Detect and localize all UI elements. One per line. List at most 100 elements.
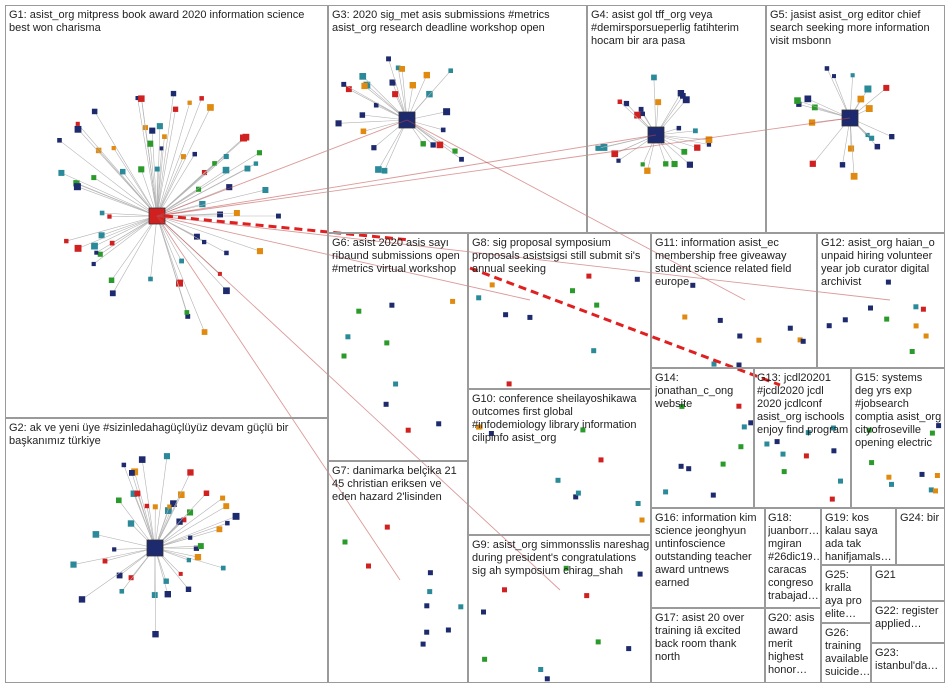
graph-node	[635, 501, 641, 506]
group-box-g23	[871, 643, 945, 683]
graph-node	[634, 111, 641, 119]
graph-node	[119, 589, 125, 594]
graph-edge	[133, 493, 156, 549]
graph-node	[163, 578, 169, 584]
graph-edge	[156, 109, 176, 217]
graph-node	[580, 427, 586, 433]
graph-node	[848, 145, 855, 152]
graph-node	[356, 308, 362, 314]
graph-node	[187, 509, 194, 516]
graph-node	[440, 127, 446, 133]
graph-node	[98, 232, 105, 239]
graph-node	[120, 168, 126, 175]
graph-node	[671, 161, 678, 168]
graph-node	[165, 507, 172, 514]
group-box-g1	[5, 5, 328, 418]
graph-node	[212, 161, 217, 166]
graph-node	[58, 169, 65, 176]
group-box-g14	[651, 368, 754, 508]
group-box-g10	[468, 389, 651, 535]
group-box-g6	[328, 233, 468, 461]
graph-node	[445, 627, 451, 633]
graph-node	[78, 596, 86, 603]
group-box-g13	[754, 368, 851, 508]
graph-edge	[95, 534, 156, 549]
graph-node	[920, 306, 926, 312]
graph-node	[804, 95, 812, 103]
graph-node	[640, 111, 645, 117]
graph-edge	[384, 119, 408, 171]
graph-node	[184, 310, 190, 315]
graph-node	[623, 100, 630, 107]
graph-edge	[134, 471, 156, 549]
graph-node	[694, 144, 701, 151]
graph-node	[135, 96, 140, 101]
graph-node	[111, 146, 116, 151]
graph-edge	[113, 147, 158, 217]
graph-node	[276, 213, 281, 219]
graph-node	[764, 441, 770, 447]
graph-node	[616, 158, 621, 163]
graph-node	[154, 166, 160, 172]
graph-node	[711, 361, 717, 367]
graph-node	[933, 488, 938, 494]
graph-node	[477, 424, 483, 430]
graph-node	[92, 531, 100, 538]
graph-node	[194, 233, 200, 240]
group-box-g5	[766, 5, 945, 233]
graph-node	[178, 571, 183, 576]
graph-node	[741, 424, 747, 430]
graph-node	[220, 565, 226, 571]
graph-node	[424, 603, 430, 609]
graph-edge	[94, 215, 158, 247]
graph-node	[488, 431, 494, 436]
graph-cross-edge	[156, 119, 408, 217]
graph-edge	[156, 169, 227, 217]
graph-node	[202, 239, 207, 245]
graph-node	[164, 591, 171, 598]
graph-node	[74, 125, 82, 133]
graph-node	[774, 439, 780, 445]
graph-node	[640, 162, 645, 167]
group-box-g20	[765, 608, 821, 683]
group-box-g12	[817, 233, 945, 368]
graph-node	[663, 489, 669, 495]
graph-node	[869, 135, 875, 141]
graph-node	[693, 128, 698, 134]
graph-edge	[797, 100, 851, 119]
graph-node	[240, 134, 247, 142]
graph-node	[736, 403, 742, 409]
graph-node	[506, 381, 512, 387]
graph-node	[448, 68, 453, 73]
graph-node	[405, 427, 411, 433]
graph-node	[225, 520, 230, 526]
graph-node	[224, 250, 229, 256]
graph-node	[489, 282, 495, 288]
graph-node	[223, 503, 230, 510]
graph-edge	[154, 456, 168, 549]
graph-node	[913, 323, 919, 329]
graph-node	[199, 200, 206, 208]
graph-node	[686, 161, 693, 168]
graph-node	[634, 276, 640, 282]
graph-node	[366, 563, 371, 569]
graph-node	[690, 282, 696, 288]
graph-edge	[338, 119, 408, 124]
graph-node	[481, 609, 486, 615]
graph-node	[384, 524, 390, 530]
group-box-g8	[468, 233, 651, 389]
graph-edge	[343, 84, 408, 121]
graph-node	[436, 141, 444, 149]
graph-node	[864, 85, 872, 93]
graph-node	[196, 186, 202, 192]
graph-node	[399, 66, 405, 72]
group-box-g21	[871, 565, 945, 601]
graph-node	[386, 56, 391, 62]
graph-node	[57, 138, 62, 143]
graph-node	[459, 156, 464, 162]
group-box-g25	[821, 565, 871, 623]
graph-node	[808, 119, 816, 126]
graph-edge	[156, 98, 202, 217]
graph-node	[185, 313, 191, 319]
